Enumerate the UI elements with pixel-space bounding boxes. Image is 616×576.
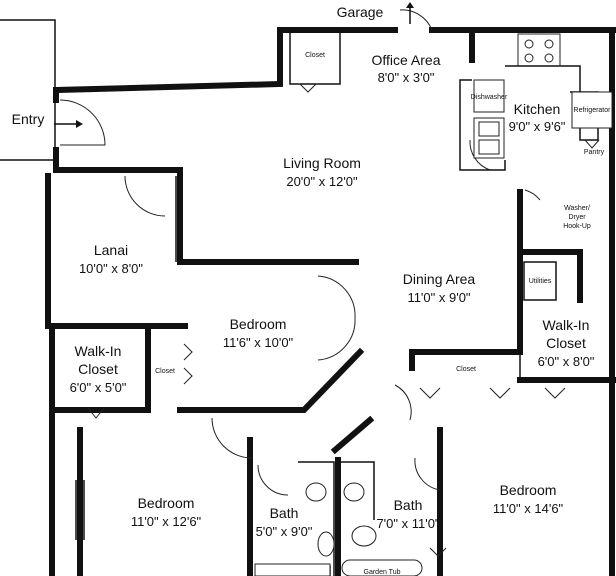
garage-label: Garage bbox=[337, 4, 384, 20]
living-room-label: Living Room bbox=[283, 155, 361, 171]
toilet-icon bbox=[317, 531, 335, 557]
doors bbox=[59, 9, 541, 496]
garden-tub-label: Garden Tub bbox=[364, 569, 401, 576]
dishwasher-icon bbox=[473, 79, 505, 113]
utilities-label: Utilities bbox=[529, 278, 552, 285]
closet-label: Closet bbox=[305, 52, 325, 59]
sink-icon bbox=[305, 482, 327, 502]
lanai-dimensions: 10'0" x 8'0" bbox=[79, 261, 143, 276]
dishwasher-label: Dishwasher bbox=[471, 94, 508, 101]
walk-in-closet-right-label-1: Walk-In bbox=[543, 317, 590, 333]
walk-in-closet-right-label-2: Closet bbox=[546, 335, 586, 351]
closet-mid-label: Closet bbox=[456, 366, 476, 373]
pantry-label: Pantry bbox=[584, 149, 605, 156]
walk-in-closet-left-label-2: Closet bbox=[78, 361, 118, 377]
closet-doors bbox=[87, 83, 600, 557]
washer-dryer-label-2: Dryer bbox=[568, 214, 586, 221]
bath-fixtures bbox=[254, 482, 423, 576]
washer-dryer-label-1: Washer/ bbox=[564, 205, 590, 212]
sink-icon bbox=[343, 482, 365, 502]
refrigerator-label: Refrigerator bbox=[574, 107, 612, 114]
walk-in-closet-left-dimensions: 6'0" x 5'0" bbox=[70, 380, 127, 395]
kitchen-fixtures bbox=[459, 33, 613, 171]
kitchen-label: Kitchen bbox=[514, 101, 561, 117]
bedroom-bottom-left-label: Bedroom bbox=[138, 495, 195, 511]
wall-details bbox=[0, 19, 557, 576]
bedroom-bottom-left-dimensions: 11'0" x 12'6" bbox=[131, 514, 202, 529]
walk-in-closet-right-dimensions: 6'0" x 8'0" bbox=[538, 354, 595, 369]
tub-icon bbox=[254, 563, 331, 576]
bedroom-bottom-right-dimensions: 11'0" x 14'6" bbox=[493, 501, 564, 516]
bath-2-dimensions: 7'0" x 11'0" bbox=[376, 516, 439, 531]
room-labels: Garage Entry Closet Office Area 8'0" x 3… bbox=[12, 4, 611, 576]
lanai-label: Lanai bbox=[94, 242, 128, 258]
walk-in-closet-left-label-1: Walk-In bbox=[75, 343, 122, 359]
office-label: Office Area bbox=[371, 52, 440, 68]
washer-dryer-label-3: Hook-Up bbox=[563, 223, 591, 230]
bath-2-label: Bath bbox=[394, 497, 423, 513]
toilet-icon bbox=[351, 525, 377, 547]
office-dimensions: 8'0" x 3'0" bbox=[378, 70, 435, 85]
living-room-dimensions: 20'0" x 12'0" bbox=[286, 174, 358, 189]
bedroom-mid-label: Bedroom bbox=[230, 316, 287, 332]
closet-left-label: Closet bbox=[155, 368, 175, 375]
garage-arrow bbox=[406, 2, 414, 24]
bath-1-dimensions: 5'0" x 9'0" bbox=[256, 524, 313, 539]
garden-tub-icon bbox=[341, 559, 423, 576]
kitchen-dimensions: 9'0" x 9'6" bbox=[509, 119, 566, 134]
bedroom-mid-dimensions: 11'6" x 10'0" bbox=[223, 335, 294, 350]
bath-1-label: Bath bbox=[270, 505, 299, 521]
refrigerator-icon bbox=[571, 91, 613, 129]
entry-label: Entry bbox=[12, 111, 45, 127]
stove-icon bbox=[517, 33, 561, 67]
dining-area-dimensions: 11'0" x 9'0" bbox=[407, 290, 470, 305]
entry-arrow bbox=[54, 120, 83, 128]
dining-area-label: Dining Area bbox=[403, 271, 476, 287]
bedroom-bottom-right-label: Bedroom bbox=[500, 482, 557, 498]
